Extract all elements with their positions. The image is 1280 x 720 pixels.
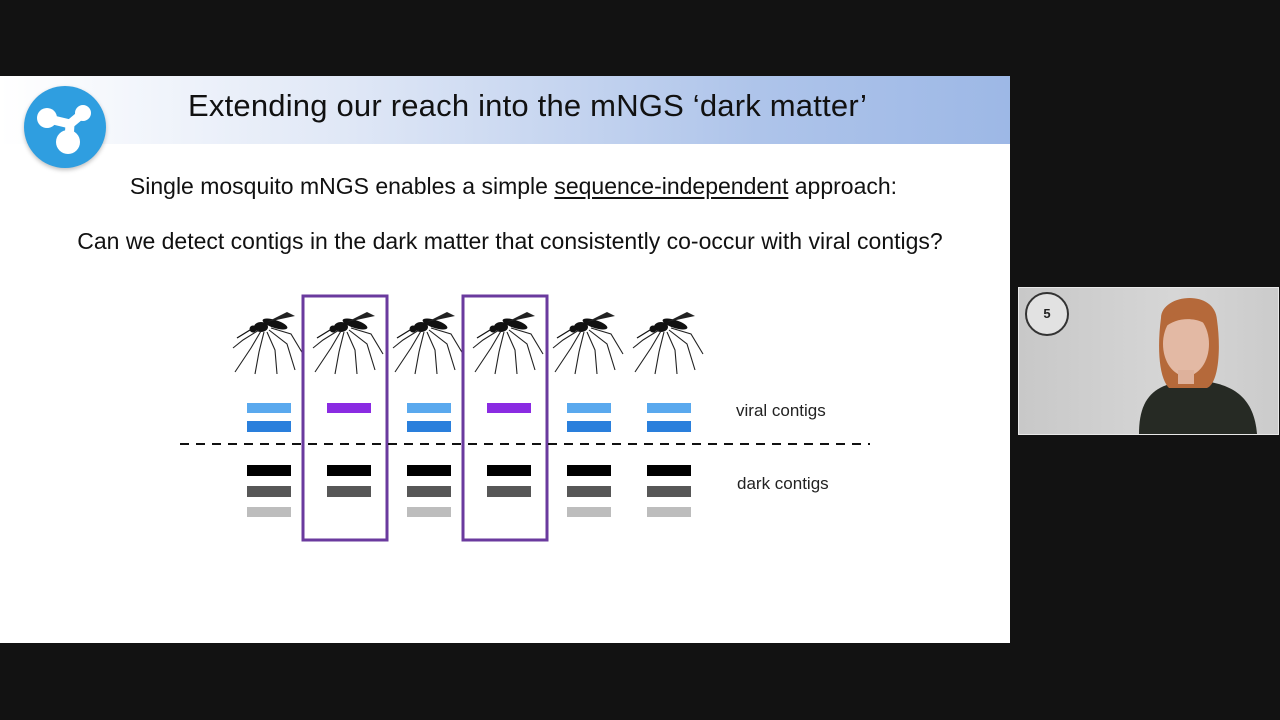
co-occurrence-box [461, 294, 549, 542]
dark-contig-bar [247, 486, 291, 497]
viral-contigs-label: viral contigs [736, 401, 826, 420]
dark-contig-bar [647, 507, 691, 517]
webcam-video: 5 [1018, 287, 1279, 435]
viral-contig-bar [567, 421, 611, 432]
question-line: Can we detect contigs in the dark matter… [77, 228, 943, 254]
dark-contig-bar [407, 465, 451, 476]
viral-contig-bar [407, 403, 451, 413]
dark-contigs-label: dark contigs [737, 474, 829, 493]
subtitle-underlined: sequence-independent [554, 173, 789, 199]
mosquito-icon [392, 312, 464, 375]
mosquito-icon [312, 312, 384, 375]
viral-contig-bar [647, 403, 691, 413]
dark-contig-bar [407, 486, 451, 497]
dark-contig-bar [407, 507, 451, 517]
viral-contig-bar [407, 421, 451, 432]
viral-contig-bar [247, 421, 291, 432]
mosquito-icon [232, 312, 304, 375]
viral-contig-bar [487, 403, 531, 413]
dark-contig-bar [647, 465, 691, 476]
viral-contig-bar [647, 421, 691, 432]
mosquito-icon [472, 312, 544, 375]
dark-contig-bar [327, 465, 371, 476]
dark-contig-bar [247, 465, 291, 476]
dark-contig-bar [567, 465, 611, 476]
subtitle-text-1: Single mosquito mNGS enables a simple [129, 173, 555, 199]
dark-contig-bar [567, 507, 611, 517]
subtitle-text-2: approach: [788, 173, 898, 199]
viral-contig-bar [247, 403, 291, 413]
contig-diagram [180, 294, 870, 542]
dark-contig-bar [647, 486, 691, 497]
viral-contig-bar [567, 403, 611, 413]
dark-contig-bar [327, 486, 371, 497]
slide-title: Extending our reach into the mNGS ‘dark … [188, 88, 868, 123]
mosquito-icon [632, 312, 704, 375]
dark-contig-bar [567, 486, 611, 497]
dark-contig-bar [487, 465, 531, 476]
viral-contig-bar [327, 403, 371, 413]
mosquito-icon [552, 312, 624, 375]
presentation-slide: Extending our reach into the mNGS ‘dark … [0, 76, 1010, 643]
molecule-logo-icon [24, 86, 106, 168]
anniversary-badge: 5 [1025, 292, 1069, 336]
presenter-figure [1139, 297, 1257, 434]
co-occurrence-box [301, 294, 389, 542]
dark-contig-bar [247, 507, 291, 517]
subtitle-line: Single mosquito mNGS enables a simple se… [0, 173, 1010, 200]
slide-title-bar: Extending our reach into the mNGS ‘dark … [0, 76, 1010, 144]
dark-contig-bar [487, 486, 531, 497]
